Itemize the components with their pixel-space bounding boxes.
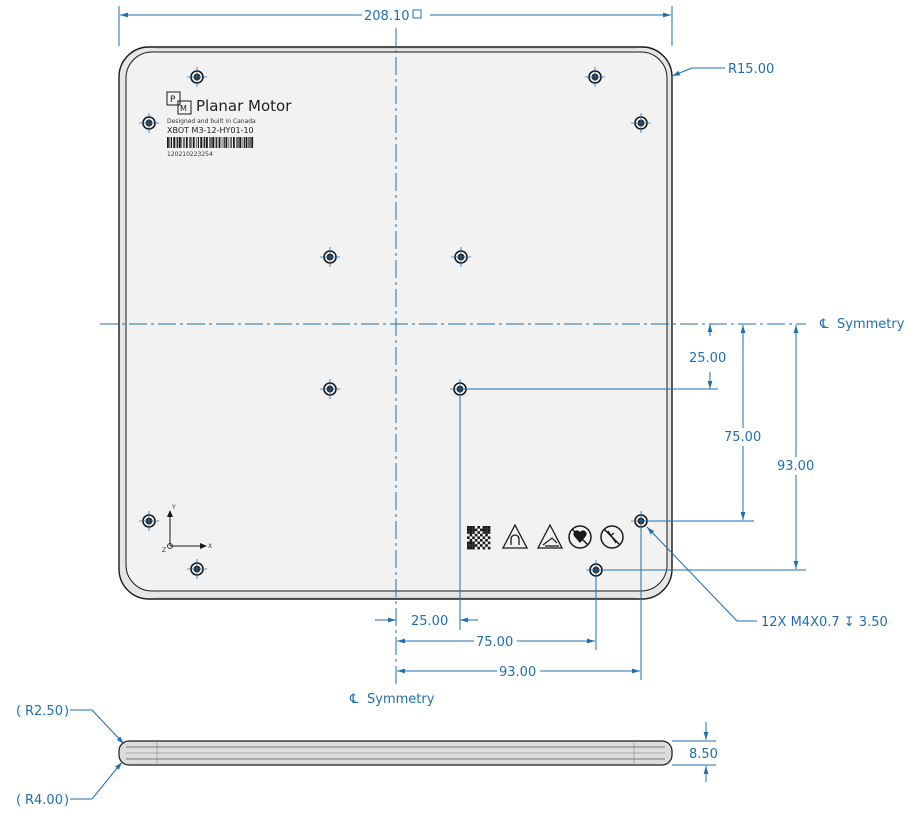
y-offset-25: 25.00 [689,351,726,366]
logo-letter-m: M [180,104,187,113]
logo-box-m [177,100,192,115]
edge-radius-paren-open-1: ( [16,704,21,719]
edge-radius-2: R4.00 [25,793,63,808]
edge-radius-paren-close-1: ) [64,704,69,719]
logo-letter-p: P [170,95,176,105]
axis-label-z: Z [162,547,166,554]
thickness-dimension: 8.50 [672,722,718,782]
x-offset-75: 75.00 [476,635,513,650]
magnetic-field-warning-icon [501,523,529,549]
edge-radius-paren-open-2: ( [16,793,21,808]
crush-hazard-warning-icon [536,523,564,549]
centerline-symbol-bottom: ℄ [349,692,359,707]
barcode [167,137,254,148]
qr-code-icon [467,526,491,550]
hole-callout: 12X M4X0.7 ↧ 3.50 [646,526,888,630]
corner-radius-callout: R15.00 [671,62,774,77]
serial-number: 120210223254 [167,151,213,158]
plate-side-view [118,740,673,766]
no-pacemaker-icon [568,525,592,549]
logo-box-p [166,91,181,106]
mounting-hole [139,511,159,531]
product-label: P M Planar Motor Designed and built in C… [166,91,292,158]
width-dimension: 208.10 [118,6,673,46]
no-metal-implants-icon [600,525,624,549]
square-symbol [412,9,422,19]
x-offset-25: 25.00 [411,614,448,629]
y-offset-93: 93.00 [777,459,814,474]
fine-print: Designed and built in Canada [167,118,256,125]
mounting-holes [139,67,651,580]
mounting-hole [585,67,605,87]
symmetry-label-bottom: Symmetry [367,692,435,707]
x-offset-93: 93.00 [499,665,536,680]
mounting-hole [320,379,340,399]
edge-radius-1: R2.50 [25,704,63,719]
symmetry-label-right: Symmetry [837,317,905,332]
mounting-hole [139,113,159,133]
mounting-hole [320,247,340,267]
edge-radius-callouts: ( R2.50 ) ( R4.00 ) [16,704,125,808]
thickness-value: 8.50 [689,747,718,762]
y-offset-75: 75.00 [724,430,761,445]
edge-radius-paren-close-2: ) [64,793,69,808]
coordinate-axes-icon: Y X Z [162,504,212,554]
corner-radius-value: R15.00 [728,62,774,77]
axis-label-y: Y [171,504,176,511]
centerline-symbol-right: ℄ [819,317,829,332]
hole-callout-text: 12X M4X0.7 ↧ 3.50 [761,615,888,630]
mounting-hole [631,113,651,133]
mounting-hole [187,559,207,579]
vertical-dimensions: 25.00 75.00 93.00 [460,324,814,571]
horizontal-dimensions: 25.00 75.00 93.00 [375,389,642,680]
brand-name: Planar Motor [196,97,292,115]
axis-label-x: X [208,543,212,550]
width-value: 208.10 [364,9,410,24]
model-number: XBOT M3-12-HY01-10 [167,126,254,135]
mounting-hole [187,67,207,87]
mounting-hole [451,247,471,267]
